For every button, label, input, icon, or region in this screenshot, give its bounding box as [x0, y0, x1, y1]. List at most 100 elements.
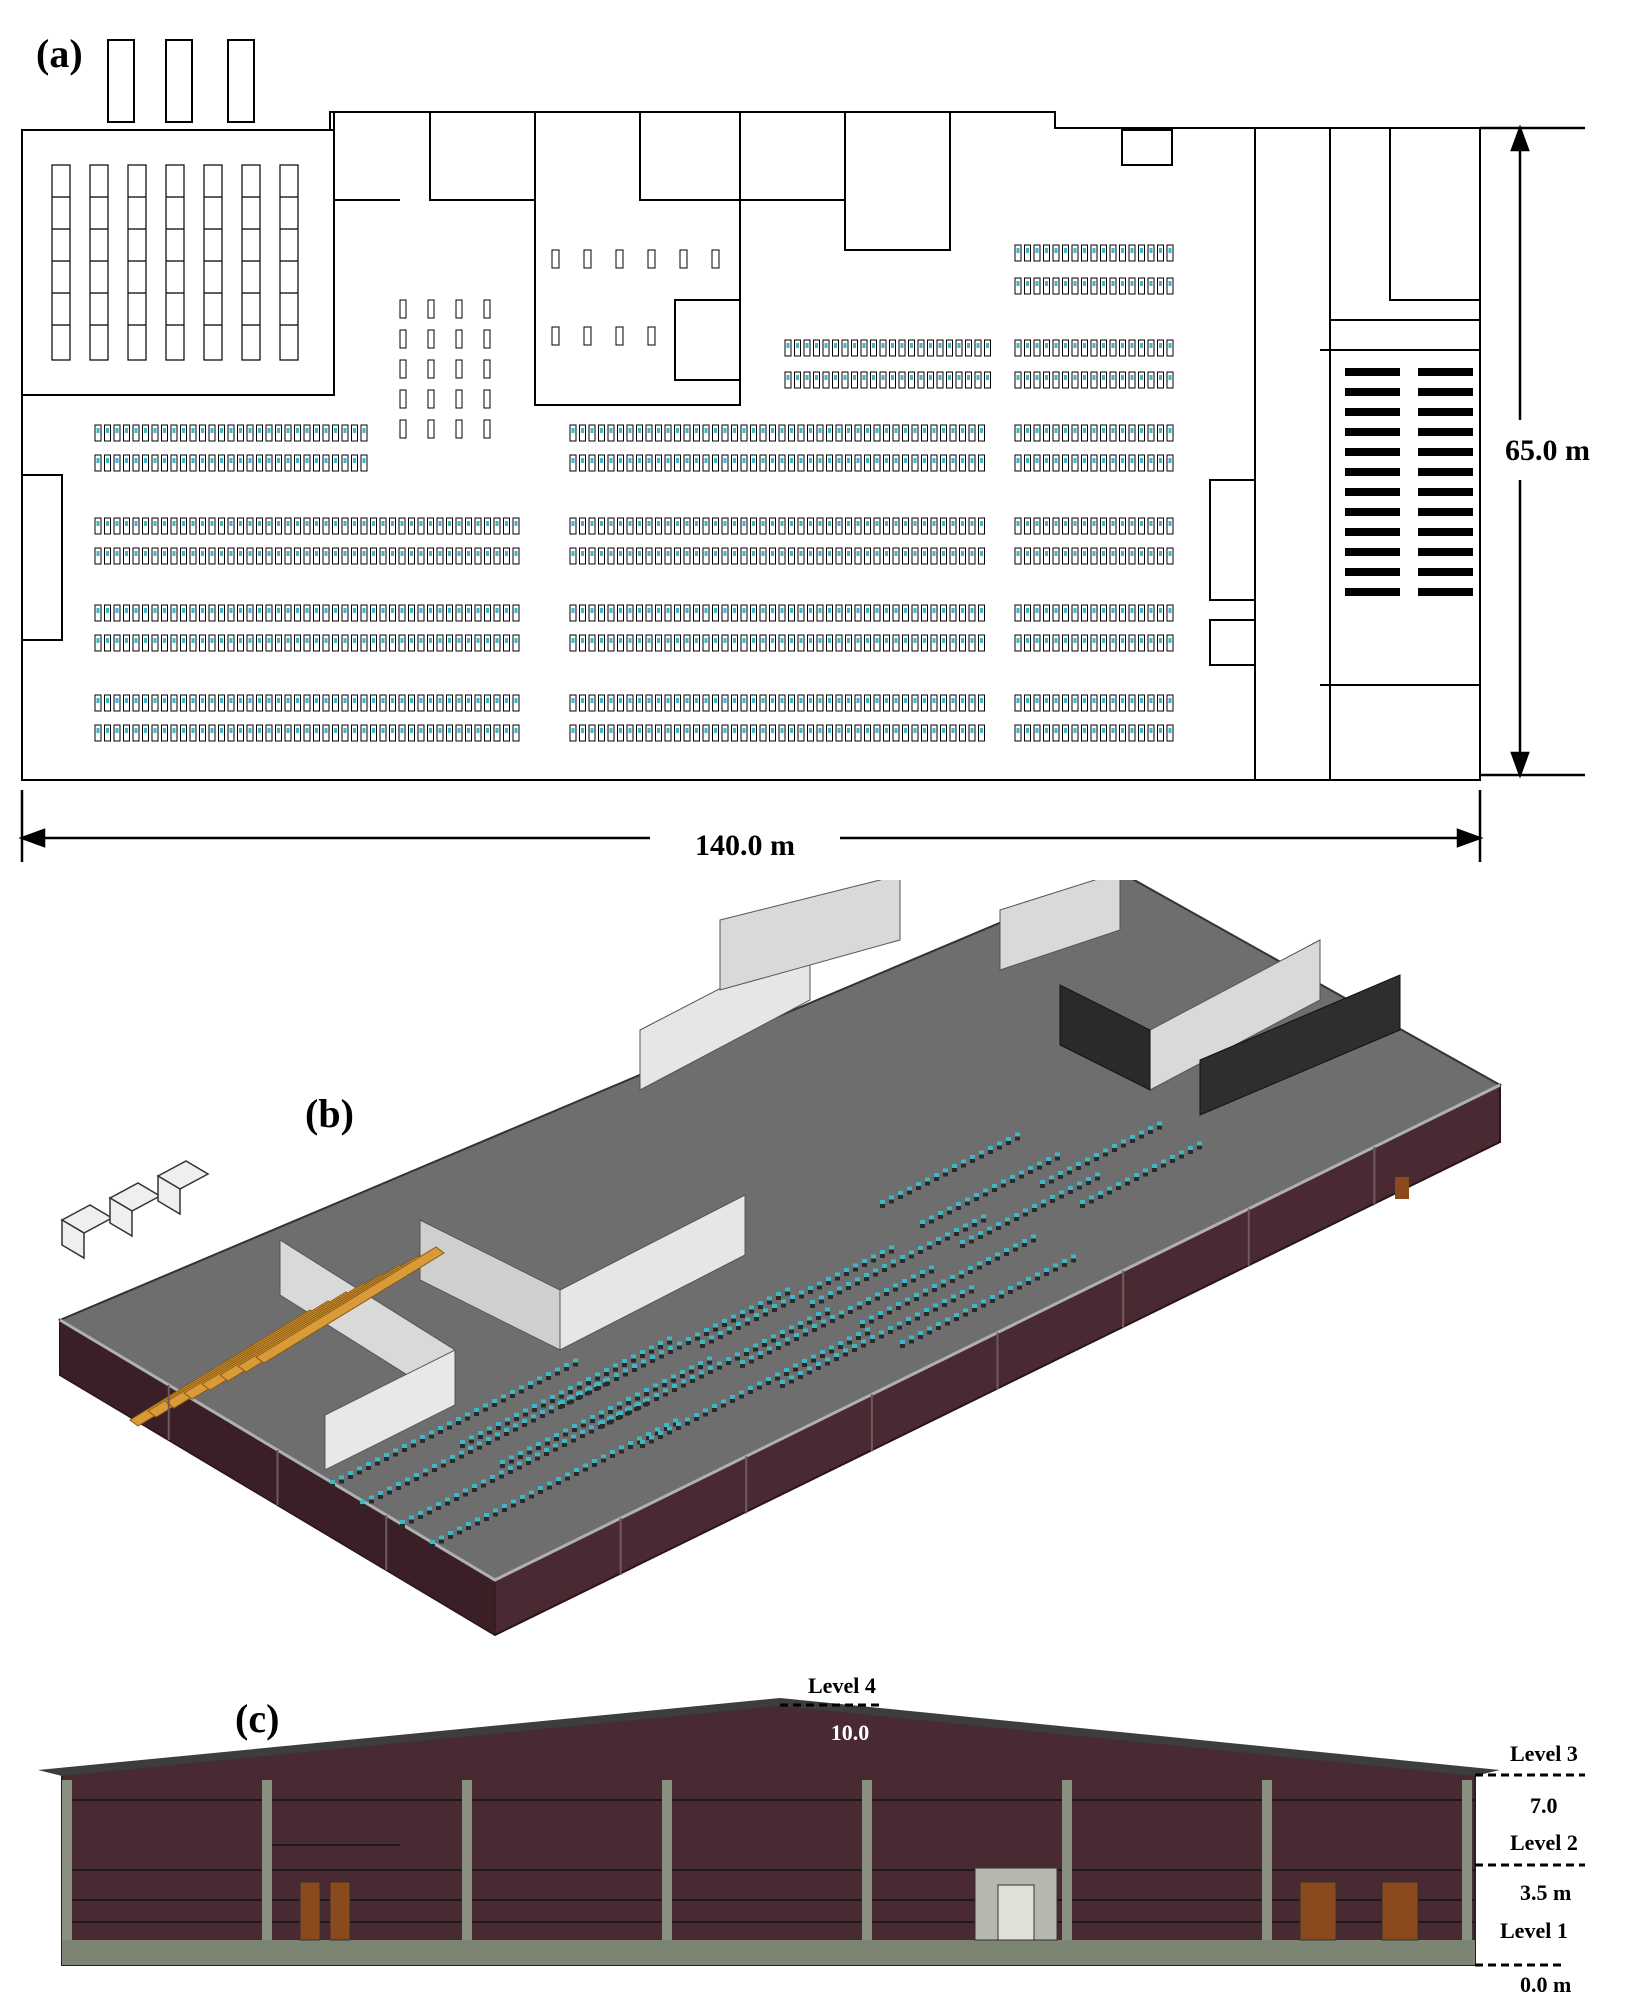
iso-workstation: [662, 1379, 667, 1383]
workstation-screen: [790, 728, 793, 733]
workstation-screen: [239, 521, 242, 526]
workstation-screen: [714, 521, 717, 526]
iso-chair: [878, 1315, 883, 1319]
workstation-screen: [172, 428, 176, 433]
iso-workstation: [897, 1321, 902, 1326]
workstation-screen: [467, 521, 470, 526]
workstation-screen: [1045, 458, 1048, 463]
iso-chair: [990, 1299, 995, 1303]
iso-workstation: [1179, 1150, 1184, 1155]
workstation-screen: [1130, 248, 1134, 253]
workstation-screen: [619, 608, 622, 613]
workstation-screen: [1083, 728, 1086, 733]
iso-chair: [889, 1199, 894, 1204]
iso-chair: [1004, 1252, 1009, 1256]
workstation-screen: [790, 608, 793, 613]
iso-workstation: [829, 1345, 834, 1350]
workstation-screen: [1073, 521, 1077, 526]
iso-workstation: [541, 1399, 546, 1404]
workstation-screen: [828, 551, 831, 556]
workstation-screen: [134, 458, 138, 463]
workstation-screen: [210, 428, 214, 433]
iso-workstation: [807, 1316, 812, 1321]
workstation-screen: [163, 428, 166, 433]
iso-chair: [739, 1394, 744, 1399]
iso-workstation: [427, 1506, 432, 1511]
workstation-screen: [951, 698, 955, 703]
iso-workstation: [532, 1404, 537, 1408]
iso-chair: [748, 1390, 753, 1394]
iso-workstation: [614, 1373, 619, 1377]
workstation-screen: [894, 608, 898, 613]
workstation-screen: [1111, 698, 1115, 703]
iso-chair: [653, 1387, 658, 1392]
workstation-screen: [1130, 698, 1134, 703]
workstation-screen: [343, 458, 347, 463]
workstation-screen: [182, 521, 185, 526]
storage-racks: [51, 164, 299, 361]
workstation-screen: [714, 638, 717, 643]
workstation-screen: [486, 638, 489, 643]
workstation-screen: [837, 728, 841, 733]
workstation-screen: [115, 458, 119, 463]
iso-chair: [843, 1352, 848, 1357]
iso-workstation: [748, 1386, 753, 1390]
iso-workstation: [672, 1384, 677, 1388]
iso-chair: [882, 1268, 887, 1272]
iso-chair: [654, 1397, 659, 1401]
iso-workstation: [945, 1317, 950, 1322]
workstation-screen: [666, 728, 670, 733]
workstation-screen: [942, 638, 945, 643]
workstation-screen: [106, 551, 109, 556]
dark-table: [1345, 508, 1400, 516]
iso-chair: [484, 1517, 489, 1521]
workstation-screen: [714, 428, 717, 433]
iso-chair: [463, 1492, 468, 1497]
workstation-screen: [153, 698, 157, 703]
iso-chair: [578, 1395, 583, 1399]
workstation-screen: [1111, 638, 1115, 643]
iso-chair: [396, 1486, 401, 1490]
iso-workstation: [636, 1402, 641, 1406]
workstation-screen: [115, 521, 119, 526]
iso-chair: [803, 1332, 808, 1337]
workstation-screen: [913, 458, 917, 463]
workstation-screen: [1073, 281, 1077, 286]
iso-workstation: [1058, 1171, 1063, 1175]
workstation-screen: [267, 608, 271, 613]
workstation-screen: [866, 638, 869, 643]
workstation-screen: [913, 608, 917, 613]
workstation-screen: [258, 428, 261, 433]
iso-workstation: [423, 1468, 428, 1473]
workstation-screen: [837, 608, 841, 613]
peak-height-label: 10.0: [831, 1720, 870, 1745]
iso-workstation: [781, 1299, 786, 1304]
workstation-screen: [182, 428, 185, 433]
iso-chair: [454, 1497, 459, 1501]
iso-chair: [640, 1444, 645, 1448]
workstation-screen: [837, 428, 841, 433]
workstation-screen: [609, 458, 613, 463]
iso-workstation: [882, 1264, 887, 1268]
workstation-screen: [799, 551, 803, 556]
iso-chair: [945, 1236, 950, 1241]
iso-chair: [1010, 1179, 1015, 1183]
iso-chair: [1121, 1143, 1126, 1148]
iso-chair: [847, 1340, 852, 1345]
iso-chair: [968, 1270, 973, 1274]
iso-workstation: [713, 1323, 718, 1328]
dark-tables: [1345, 368, 1473, 596]
iso-chair: [405, 1481, 410, 1486]
iso-chair: [420, 1439, 425, 1443]
workstation-screen: [1111, 375, 1115, 380]
iso-chair: [650, 1359, 655, 1363]
iso-chair: [852, 1348, 857, 1352]
iso-chair: [875, 1296, 880, 1301]
workstation-screen: [248, 608, 252, 613]
workstation-screen: [334, 551, 337, 556]
workstation-screen: [125, 638, 128, 643]
workstation-screen: [239, 608, 242, 613]
workstation-screen: [391, 698, 394, 703]
iso-chair: [1148, 1130, 1153, 1134]
workstation-screen: [153, 608, 157, 613]
